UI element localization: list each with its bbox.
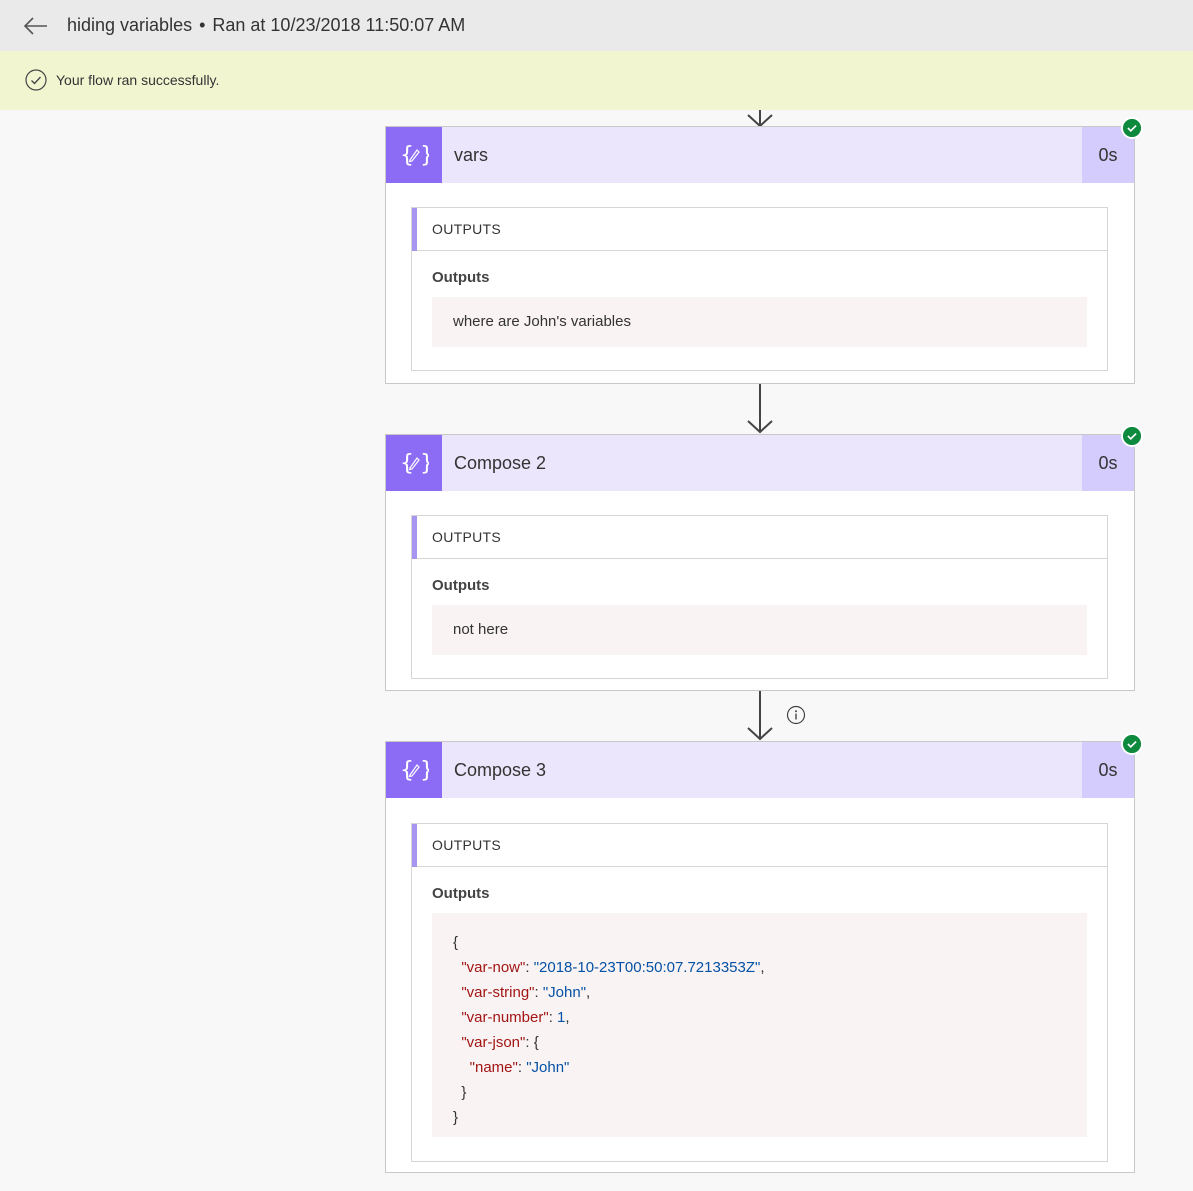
braces-icon: { } — [400, 451, 429, 476]
json-key: "var-number" — [461, 1009, 549, 1026]
svg-text:{: { — [400, 758, 414, 783]
run-title: hiding variables • Ran at 10/23/2018 11:… — [67, 0, 465, 51]
action-title: Compose 2 — [454, 453, 547, 473]
json-value: "2018-10-23T00:50:07.7213353Z" — [533, 959, 761, 976]
svg-text:}: } — [420, 143, 429, 168]
outputs-section: OUTPUTS Outputs not here — [411, 515, 1108, 679]
output-value-box: not here — [432, 605, 1087, 655]
outputs-header-label: OUTPUTS — [432, 529, 501, 545]
json-value: 1 — [557, 1009, 566, 1026]
back-button[interactable] — [22, 12, 50, 40]
compose-icon: { } — [386, 127, 442, 183]
json-brace: { — [533, 1034, 539, 1051]
action-header[interactable]: { } vars 0s — [386, 127, 1134, 183]
json-key: "var-json" — [461, 1034, 526, 1051]
run-info: Ran at 10/23/2018 11:50:07 AM — [212, 15, 466, 35]
compose-icon: { } — [386, 742, 442, 798]
outputs-accent-bar — [412, 824, 417, 867]
check-circle-icon — [25, 69, 47, 91]
output-json-box: { "var-now": "2018-10-23T00:50:07.721335… — [432, 913, 1087, 1137]
action-card-vars: { } vars 0s OUTPUTS Outputs where are Jo… — [385, 126, 1135, 384]
connector-arrow-icon — [747, 384, 773, 434]
json-brace: } — [461, 1084, 467, 1101]
flow-name: hiding variables — [67, 15, 193, 35]
outputs-label: Outputs — [432, 885, 490, 902]
svg-text:}: } — [420, 758, 429, 783]
braces-icon: { } — [400, 143, 429, 168]
outputs-header-label: OUTPUTS — [432, 837, 501, 853]
arrow-left-icon — [24, 17, 47, 35]
success-check-icon — [1121, 733, 1143, 755]
json-key: "name" — [469, 1059, 518, 1076]
output-json: { "var-now": "2018-10-23T00:50:07.721335… — [453, 934, 765, 1126]
output-value-box: where are John's variables — [432, 297, 1087, 347]
outputs-accent-bar — [412, 516, 417, 559]
json-brace: } — [453, 1109, 459, 1126]
success-check-icon — [1121, 117, 1143, 139]
success-check-icon — [1121, 425, 1143, 447]
compose-icon: { } — [386, 435, 442, 491]
json-key: "var-string" — [461, 984, 535, 1001]
output-value: not here — [453, 621, 509, 638]
action-card-compose-3: { } Compose 3 0s OUTPUTS Outputs { "var-… — [385, 741, 1135, 1173]
json-brace: { — [453, 934, 459, 951]
svg-text:{: { — [400, 451, 414, 476]
braces-icon: { } — [400, 758, 429, 783]
outputs-header[interactable]: OUTPUTS — [412, 824, 1107, 867]
outputs-header-label: OUTPUTS — [432, 221, 501, 237]
outputs-header[interactable]: OUTPUTS — [412, 208, 1107, 251]
json-value: "John" — [526, 1059, 570, 1076]
svg-text:{: { — [400, 143, 414, 168]
action-title: vars — [454, 145, 489, 165]
title-bar: hiding variables • Ran at 10/23/2018 11:… — [0, 0, 1193, 51]
action-title: Compose 3 — [454, 760, 547, 780]
json-value: "John" — [542, 984, 587, 1001]
action-header[interactable]: { } Compose 3 0s — [386, 742, 1134, 798]
success-banner: Your flow ran successfully. — [0, 51, 1193, 110]
outputs-label: Outputs — [432, 269, 490, 286]
banner-message: Your flow ran successfully. — [56, 72, 220, 88]
title-separator: • — [199, 15, 206, 35]
info-icon[interactable] — [786, 705, 806, 725]
connector-arrow-icon — [747, 691, 773, 741]
action-header[interactable]: { } Compose 2 0s — [386, 435, 1134, 491]
outputs-label: Outputs — [432, 577, 490, 594]
action-card-compose-2: { } Compose 2 0s OUTPUTS Outputs not her… — [385, 434, 1135, 691]
json-key: "var-now" — [461, 959, 526, 976]
outputs-accent-bar — [412, 208, 417, 251]
output-value: where are John's variables — [453, 313, 631, 330]
svg-text:}: } — [420, 451, 429, 476]
outputs-section: OUTPUTS Outputs where are John's variabl… — [411, 207, 1108, 371]
outputs-section: OUTPUTS Outputs { "var-now": "2018-10-23… — [411, 823, 1108, 1162]
outputs-header[interactable]: OUTPUTS — [412, 516, 1107, 559]
